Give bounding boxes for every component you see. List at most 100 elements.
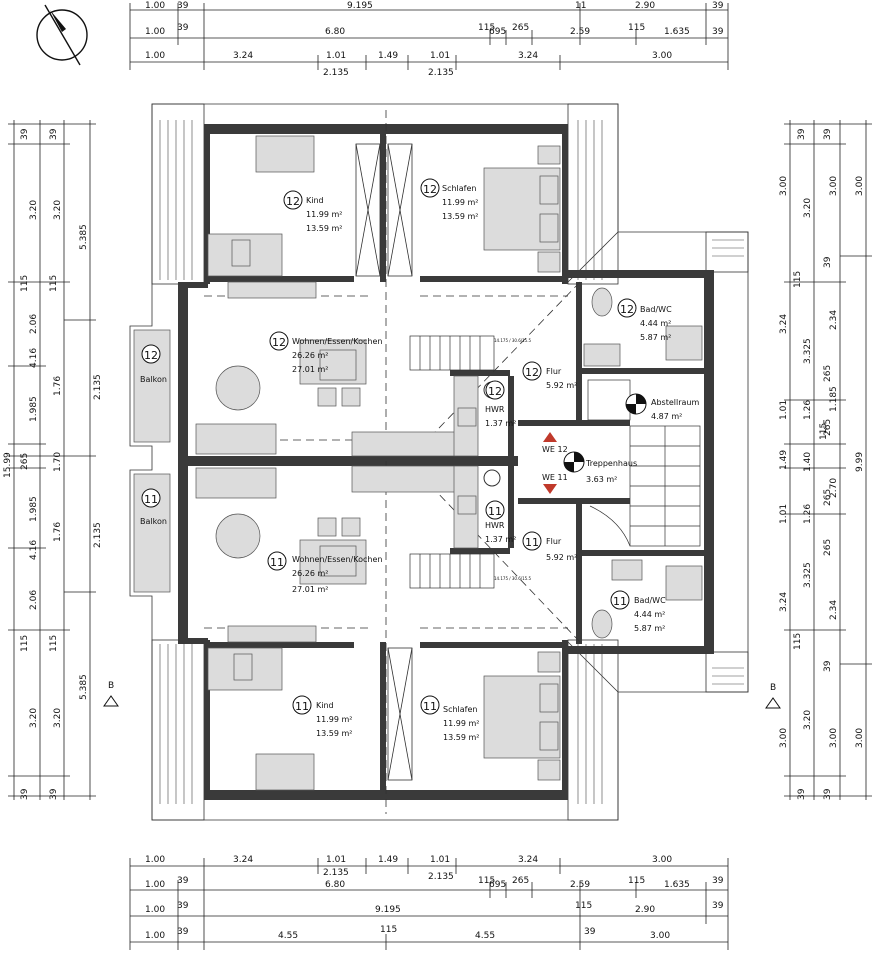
dim-text: 39 — [177, 23, 189, 33]
room-area: 27.01 m² — [292, 365, 328, 374]
section-arrow-icon — [765, 697, 781, 709]
dim-text: 3.20 — [29, 200, 39, 220]
dim-text: 695 — [489, 880, 506, 890]
dimension-chains-left: 39 3.20 115 2.06 4.16 1.985 265 1.985 4.… — [3, 120, 103, 800]
dim-text: 4.55 — [475, 931, 495, 941]
dim-text: 3.20 — [53, 708, 63, 728]
dim-text: 115 — [478, 876, 495, 886]
dim-text: 39 — [177, 1, 189, 11]
room-name: HWR — [485, 521, 505, 530]
dim-text: 3.00 — [855, 728, 865, 748]
room-area: 11.99 m² — [316, 715, 352, 724]
unit-badge: 12 — [423, 183, 437, 196]
section-marker-left: B — [103, 681, 119, 707]
furniture — [133, 135, 703, 791]
dim-text: 4.16 — [29, 348, 39, 368]
dim-text: 39 — [823, 256, 833, 268]
section-arrow-icon — [103, 695, 119, 707]
room-label-flur-12: 12 Flur 5.92 m² — [522, 361, 577, 390]
unit-entry-markers: WE 12 WE 11 — [542, 432, 568, 494]
room-area: 1.37 m² — [485, 419, 516, 428]
dim-text: 115 — [20, 275, 30, 292]
dim-text: 2.135 — [93, 374, 103, 400]
room-area: 3.63 m² — [586, 475, 617, 484]
dim-text: 115 — [793, 633, 803, 650]
room-name: Flur — [546, 367, 562, 376]
dim-text: 265 — [823, 539, 833, 556]
room-label-kind-12: 12 Kind 11.99 m² 13.59 m² — [283, 190, 342, 233]
unit-badge: 12 — [488, 385, 502, 398]
dim-text: 115 — [49, 635, 59, 652]
arrow-down-icon — [543, 484, 557, 494]
dim-text: 6.80 — [325, 27, 345, 37]
unit-badge: 11 — [488, 505, 502, 518]
room-area: 5.87 m² — [634, 624, 665, 633]
dim-text: 3.24 — [518, 855, 538, 865]
section-label: B — [108, 681, 114, 691]
dim-text: 39 — [177, 927, 189, 937]
dim-text: 1.01 — [326, 51, 346, 61]
dim-text: 3.00 — [829, 176, 839, 196]
dim-text: 1.76 — [53, 522, 63, 542]
dim-text: 11 — [575, 1, 586, 11]
room-area: 4.44 m² — [634, 610, 665, 619]
room-name: Balkon — [140, 375, 167, 384]
room-label-wohnen-12: 12 Wohnen/Essen/Kochen 26.26 m² 27.01 m² — [269, 331, 382, 374]
room-label-schlafen-11: 11 Schlafen 11.99 m² 13.59 m² — [420, 695, 479, 742]
dim-text: 3.24 — [779, 592, 789, 612]
dim-text: 1.635 — [664, 880, 690, 890]
dim-text: 6.80 — [325, 880, 345, 890]
dim-text: 115 — [628, 23, 645, 33]
dim-text: 115 — [793, 271, 803, 288]
unit-badge: 11 — [270, 556, 284, 569]
dim-text: 9.99 — [855, 452, 865, 472]
dim-text: 2.135 — [428, 68, 454, 78]
dim-text: 3.00 — [652, 51, 672, 61]
dim-text: 5.385 — [79, 674, 89, 700]
room-name: Bad/WC — [634, 596, 666, 605]
unit-badge: 12 — [286, 195, 300, 208]
unit-badge: 11 — [295, 700, 309, 713]
dim-text: 4.16 — [29, 540, 39, 560]
unit-badge: 12 — [525, 366, 539, 379]
room-area: 26.26 m² — [292, 569, 328, 578]
dim-text: 1.00 — [145, 1, 165, 11]
room-name: Flur — [546, 537, 562, 546]
unit-badge: 11 — [423, 700, 437, 713]
dim-text: 1.01 — [430, 51, 450, 61]
room-area: 11.99 m² — [442, 198, 478, 207]
dimension-chains-right: 39 3.00 115 3.24 1.01 1.49 1.01 3.24 115… — [779, 120, 872, 800]
room-area: 13.59 m² — [442, 212, 478, 221]
unit-badge: 12 — [620, 303, 634, 316]
room-label-schlafen-12: 12 Schlafen 11.99 m² 13.59 m² — [420, 178, 478, 221]
dim-text: 2.135 — [93, 522, 103, 548]
dim-text: 1.985 — [29, 396, 39, 422]
dim-text: 9.195 — [347, 1, 373, 11]
dim-text: 2.34 — [829, 600, 839, 620]
room-area: 13.59 m² — [306, 224, 342, 233]
dim-text: 1.01 — [430, 855, 450, 865]
north-arrow-icon — [36, 4, 88, 66]
dim-text: 3.325 — [803, 338, 813, 364]
dim-text: 3.24 — [233, 51, 253, 61]
dim-text: 3.24 — [518, 51, 538, 61]
dimension-chains-top: 1.00 39 9.195 11 2.90 39 1.00 39 6.80 11… — [129, 1, 729, 78]
room-label-hwr-12: 12 HWR 1.37 m² — [485, 380, 516, 428]
dim-text: 2.135 — [323, 68, 349, 78]
arrow-up-icon — [543, 432, 557, 442]
room-area: 13.59 m² — [316, 729, 352, 738]
dim-text: 1.01 — [779, 504, 789, 524]
room-area: 13.59 m² — [443, 733, 479, 742]
dim-text: 1.00 — [145, 855, 165, 865]
dim-text: 1.00 — [145, 51, 165, 61]
dim-text: 39 — [20, 788, 30, 800]
dim-text: 39 — [712, 27, 724, 37]
dim-text: 1.49 — [378, 855, 398, 865]
dim-text: 265 — [823, 365, 833, 382]
dim-text: 115 — [49, 275, 59, 292]
room-label-balkon-11: 11 Balkon — [140, 488, 167, 526]
dim-text: 3.00 — [779, 176, 789, 196]
dim-text: 3.20 — [29, 708, 39, 728]
dim-text: 1.70 — [53, 452, 63, 472]
dim-text: 39 — [823, 788, 833, 800]
